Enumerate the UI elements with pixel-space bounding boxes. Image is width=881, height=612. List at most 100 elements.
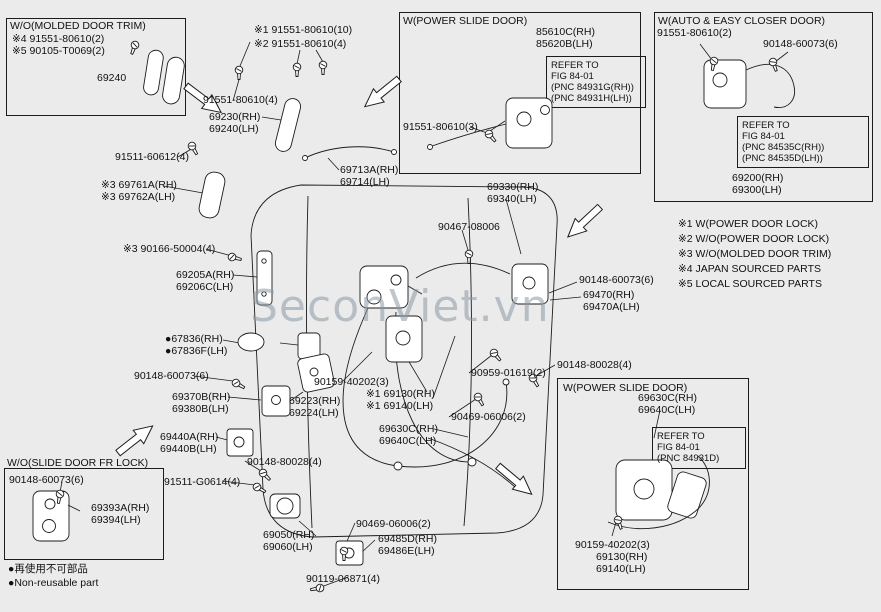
part-label: 85610C(RH): [536, 26, 595, 38]
part-label: 85620B(LH): [536, 38, 593, 50]
part-label: 90148-60073(6): [134, 370, 209, 382]
part-label: ●67836(RH): [165, 333, 223, 345]
part-label: 69630C(RH): [638, 392, 697, 404]
part-label: 90148-60073(6): [9, 474, 84, 486]
part-label: 69206C(LH): [176, 281, 234, 293]
part-label: 90159-40202(3): [314, 376, 389, 388]
bottom-latch-shape: [269, 493, 301, 519]
part-label: 69050(RH): [263, 529, 315, 541]
part-label: 91511-G0614(4): [164, 476, 241, 488]
part-label: 69060(LH): [263, 541, 313, 553]
part-label: 69240: [97, 72, 127, 84]
box-title: W(POWER SLIDE DOOR): [563, 382, 688, 394]
door-trim-handles-shape: [143, 49, 185, 105]
refer-note: (PNC 84931H(LH)): [551, 93, 632, 104]
part-label: 69200(RH): [732, 172, 784, 184]
part-label: 90148-60073(6): [579, 274, 654, 286]
callout-box-slide-door-fr-lock: [4, 468, 164, 560]
callout-box-power-slide-bottom: [557, 378, 749, 590]
part-label: 69223(RH): [289, 395, 341, 407]
part-label: 69485D(RH): [378, 533, 437, 545]
part-label: 69486E(LH): [378, 545, 435, 557]
box-title: W/O(SLIDE DOOR FR LOCK): [7, 457, 149, 469]
box-title: W(AUTO & EASY CLOSER DOOR): [658, 15, 826, 27]
part-label: 69630C(RH): [379, 423, 438, 435]
part-label: 69340(LH): [487, 193, 537, 205]
box-title: W/O(MOLDED DOOR TRIM): [10, 20, 146, 32]
part-label: ※1 91551-80610(10): [254, 24, 353, 36]
refer-note: FIG 84-01: [551, 71, 594, 82]
part-label: 91551-80610(4): [203, 94, 278, 106]
refer-note: REFER TO: [657, 431, 705, 442]
callout-box-molded-door-trim: [6, 18, 186, 116]
part-label: 91551-80610(3): [403, 121, 478, 133]
part-label: 90148-60073(6): [763, 38, 838, 50]
note-nonreusable-jp: ●再使用不可部品: [8, 563, 88, 575]
roller-hinge-shape: [226, 428, 254, 457]
power-slide-motor-shape: [427, 97, 553, 150]
outside-handle-shape: [198, 98, 302, 219]
part-label: 69330(RH): [487, 181, 539, 193]
part-label: 69470A(LH): [583, 301, 640, 313]
refer-box-power-slide-bottom: [652, 427, 746, 469]
callout-box-auto-closer: [654, 12, 873, 202]
part-label: 69224(LH): [289, 407, 339, 419]
part-label: 90119-06871(4): [306, 573, 380, 585]
part-label: 69240(LH): [209, 123, 259, 135]
part-label: ※5 90105-T0069(2): [12, 45, 105, 57]
part-label: 69394(LH): [91, 514, 141, 526]
refer-note: (PNC 84535D(LH)): [742, 153, 823, 164]
refer-note: FIG 84-01: [657, 442, 700, 453]
part-label: 90159-40202(3): [575, 539, 650, 551]
part-label: ※3 90166-50004(4): [123, 243, 216, 255]
fr-lock-shape: [32, 490, 81, 542]
part-label: 69440B(LH): [160, 443, 217, 455]
part-label: 90469-06006(2): [451, 411, 526, 423]
main-lock-assembly-shape: [359, 265, 423, 309]
legend-item: ※1 W(POWER DOOR LOCK): [678, 218, 819, 230]
part-label: 69640C(LH): [379, 435, 437, 447]
refer-note: REFER TO: [551, 60, 599, 71]
refer-note: (PNC 84535C(RH)): [742, 142, 825, 153]
refer-note: REFER TO: [742, 120, 790, 131]
power-slide-lock-assembly-shape: [607, 455, 710, 530]
part-label: 90469-06006(2): [356, 518, 431, 530]
striker-shape: [511, 263, 549, 305]
part-label: ※3 69762A(LH): [101, 191, 176, 203]
part-label: ※3 69761A(RH): [101, 179, 177, 191]
legend-item: ※3 W/O(MOLDED DOOR TRIM): [678, 248, 832, 260]
part-label: 69130(RH): [596, 551, 648, 563]
part-label: ※4 91551-80610(2): [12, 33, 105, 45]
part-label: ●67836F(LH): [165, 345, 228, 357]
part-label: 69300(LH): [732, 184, 782, 196]
front-lock-shape: [385, 315, 423, 363]
part-label: ※1 69130(RH): [366, 388, 435, 400]
part-label: 91551-80610(2): [657, 27, 732, 39]
part-label: 69393A(RH): [91, 502, 150, 514]
refer-note: (PNC 84931D): [657, 453, 720, 464]
part-label: 90467-08006: [438, 221, 500, 233]
grommet-clip-shape: [237, 332, 321, 360]
lower-hinge-shape: [335, 540, 364, 566]
legend-item: ※5 LOCAL SOURCED PARTS: [678, 278, 822, 290]
part-label: 69140(LH): [596, 563, 646, 575]
part-label: 69440A(RH): [160, 431, 219, 443]
part-label: 91511-60612(4): [115, 151, 189, 163]
watermark-text: SeconViet.vn: [250, 281, 550, 332]
part-label: 69380B(LH): [172, 403, 229, 415]
refer-note: FIG 84-01: [742, 131, 785, 142]
part-label: 69640C(LH): [638, 404, 696, 416]
refer-box-auto-closer: [737, 116, 869, 168]
part-label: 90959-01619(2): [471, 367, 546, 379]
hinge-bracket-shape: [256, 250, 273, 306]
auto-closer-lock-shape: [703, 59, 796, 109]
refer-box-power-slide-top: [546, 56, 646, 108]
part-label: 69713A(RH): [340, 164, 399, 176]
part-label: 69205A(RH): [176, 269, 235, 281]
part-label: 69470(RH): [583, 289, 635, 301]
part-label: 90148-80028(4): [557, 359, 632, 371]
callout-box-power-slide-top: [399, 12, 641, 174]
box-title: W(POWER SLIDE DOOR): [403, 15, 528, 27]
